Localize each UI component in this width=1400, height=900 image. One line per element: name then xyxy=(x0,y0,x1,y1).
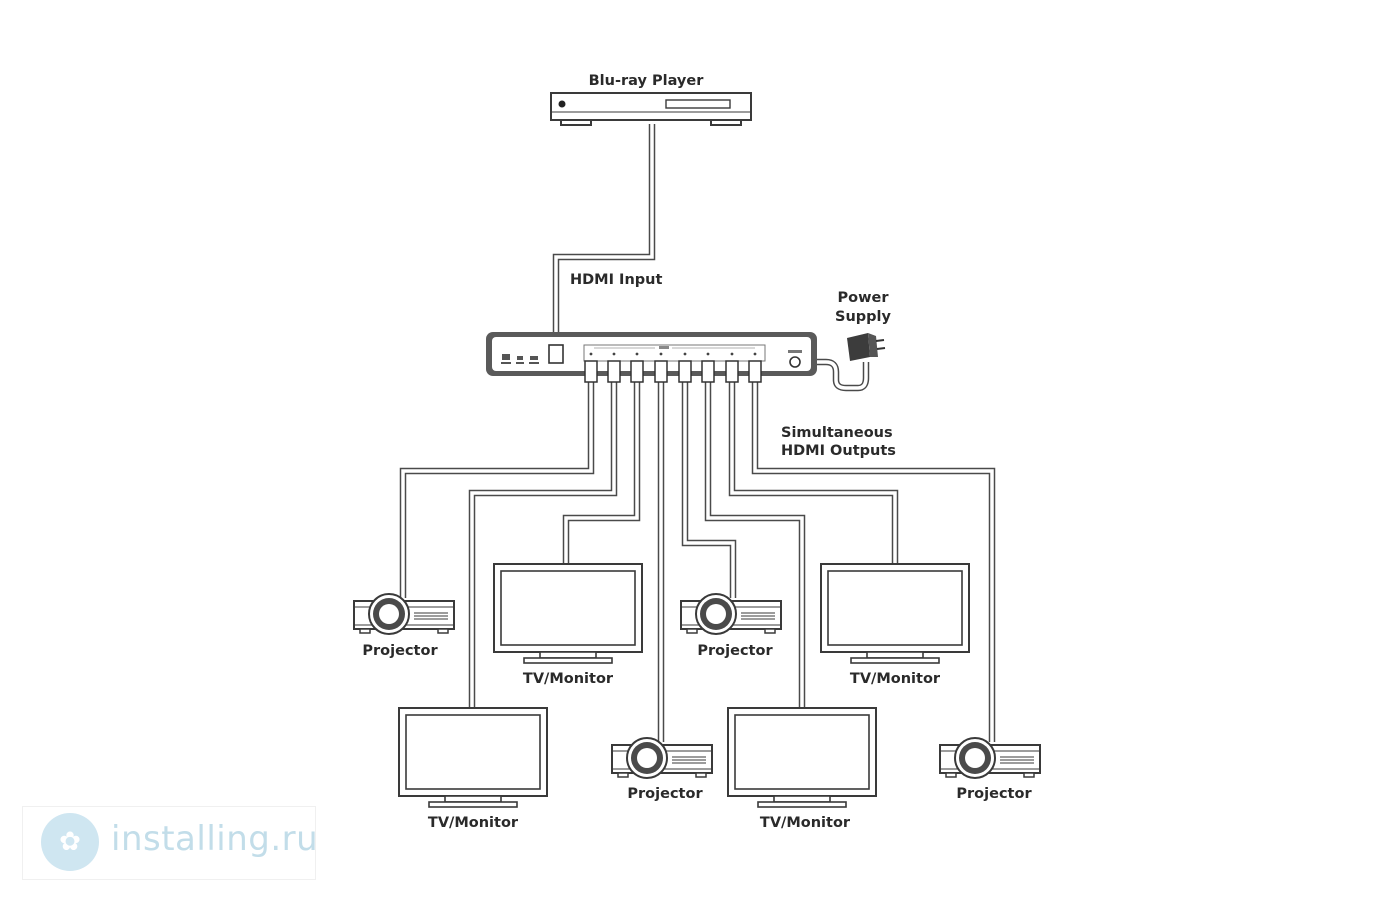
outputs-label-line2: HDMI Outputs xyxy=(781,443,896,459)
projector-label-2: Projector xyxy=(627,786,703,802)
hdmi-input-label: HDMI Input xyxy=(570,272,662,288)
blu-ray-player xyxy=(550,92,752,126)
projector-label-3: Projector xyxy=(697,643,773,659)
outputs-label-line1: Simultaneous xyxy=(781,425,893,441)
tv-monitor-device-2 xyxy=(493,563,643,664)
status-indicators xyxy=(501,354,539,364)
projector-device-3 xyxy=(680,593,782,635)
tv-monitor-label-4: TV/Monitor xyxy=(850,671,941,687)
globe-logo-icon: ✿ xyxy=(41,813,99,871)
tv-monitor-label-2: TV/Monitor xyxy=(523,671,614,687)
projector-label-1: Projector xyxy=(362,643,438,659)
watermark: ✿ installing.ru xyxy=(22,806,319,880)
tv-monitor-device-3 xyxy=(727,707,877,808)
hdmi-output-ports xyxy=(584,360,762,383)
blu-ray-player-label: Blu-ray Player xyxy=(589,73,705,89)
tv-monitor-device-4 xyxy=(820,563,970,664)
projector-device-2 xyxy=(611,737,713,779)
power-supply-label-line2: Supply xyxy=(835,309,891,325)
power-supply-label-line1: Power xyxy=(838,290,890,306)
power-supply-adapter xyxy=(847,333,886,361)
hdmi-input-port xyxy=(548,344,564,364)
projector-device-1 xyxy=(353,593,455,635)
tv-monitor-device-1 xyxy=(398,707,548,808)
disc-tray xyxy=(665,99,731,109)
watermark-text: installing.ru xyxy=(111,819,319,859)
tv-monitor-label-3: TV/Monitor xyxy=(760,815,851,831)
dc-power-port xyxy=(789,356,801,368)
hdmi-splitter xyxy=(486,332,817,383)
cables xyxy=(399,124,996,742)
projector-device-4 xyxy=(939,737,1041,779)
power-button-icon xyxy=(558,100,566,108)
tv-monitor-label-1: TV/Monitor xyxy=(428,815,519,831)
output-panel xyxy=(583,344,766,362)
projector-label-4: Projector xyxy=(956,786,1032,802)
